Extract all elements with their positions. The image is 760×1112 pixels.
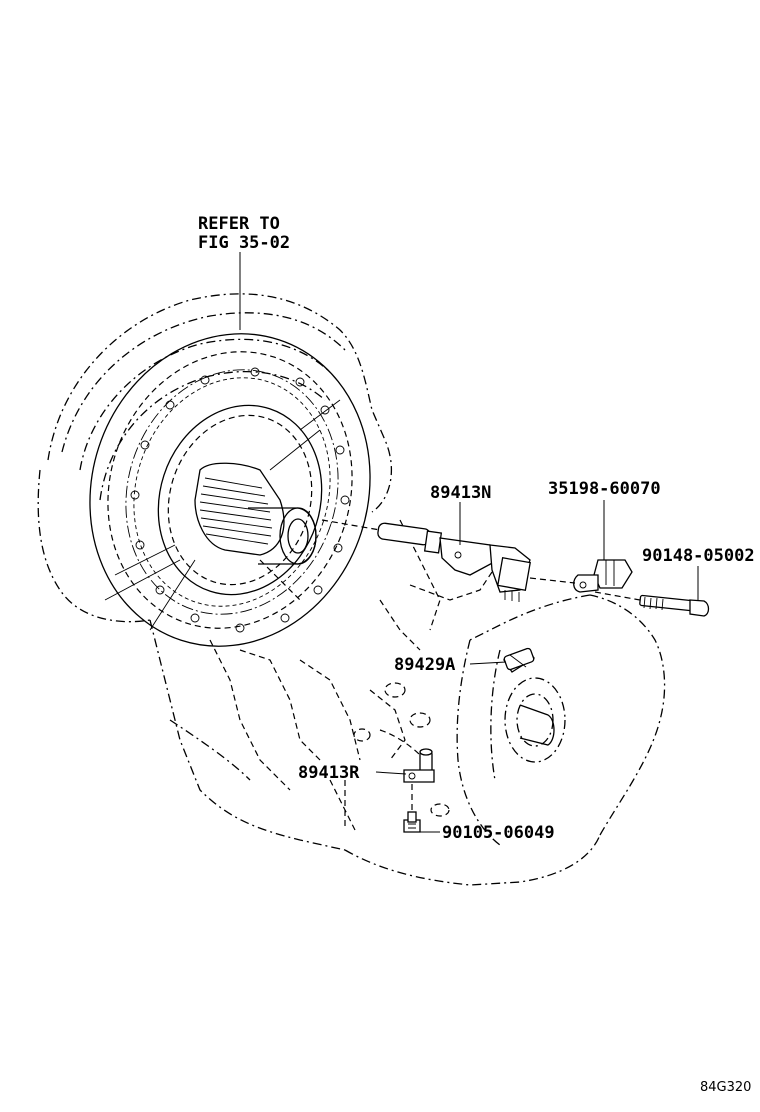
bolt-lower-part [403, 811, 421, 833]
transmission-housing-outline [37, 293, 666, 886]
bracket-part [529, 559, 633, 593]
speed-sensor-r-part [403, 748, 435, 812]
reference-note-line1: REFER TO [198, 214, 280, 234]
figure-code: 84G320 [700, 1080, 751, 1095]
torque-converter [89, 333, 371, 647]
leader-lines [239, 252, 699, 833]
callout-90148-05002[interactable]: 90148-05002 [642, 546, 755, 566]
bolt-holes [130, 367, 350, 633]
pressure-switch-part [503, 647, 535, 673]
reference-note-line2: FIG 35-02 [198, 233, 290, 253]
bolt-threads [643, 596, 664, 611]
callout-89413N[interactable]: 89413N [430, 483, 491, 503]
speed-sensor-n-part [321, 519, 531, 602]
spline-teeth [199, 477, 273, 545]
callout-89429A[interactable]: 89429A [394, 655, 455, 675]
callout-89413R[interactable]: 89413R [298, 763, 360, 783]
callout-90105-06049[interactable]: 90105-06049 [442, 823, 555, 843]
bolt-upper-part [594, 591, 710, 617]
callout-35198-60070[interactable]: 35198-60070 [548, 479, 661, 499]
